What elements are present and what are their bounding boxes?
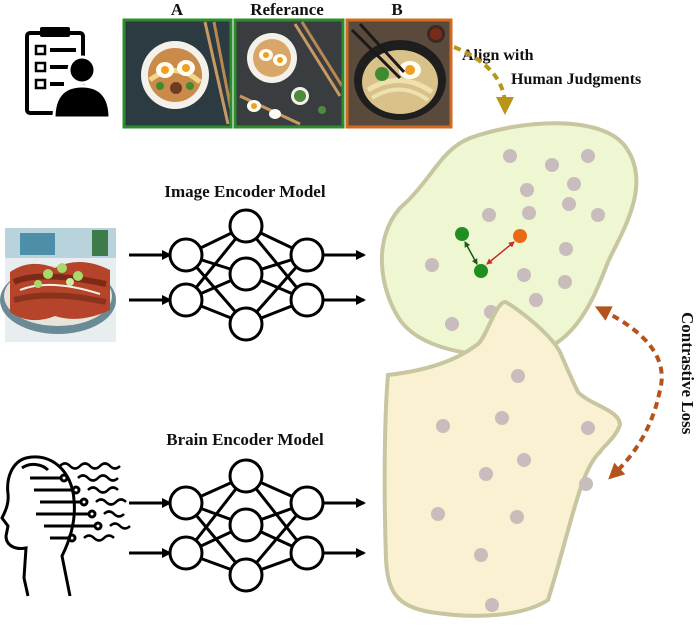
label-image-b: B: [391, 0, 402, 19]
brain-embedding-space: [382, 299, 623, 618]
contrastive-arrow: [594, 306, 664, 480]
image-encoder-network: [129, 208, 366, 342]
clipboard-person-icon: [25, 27, 112, 120]
image-encoder-title: Image Encoder Model: [164, 182, 325, 201]
ramen-photo-reference: [233, 18, 345, 129]
align-arrow: [453, 45, 514, 115]
align-label-line1: Align with: [462, 47, 534, 64]
brain-space-points: [431, 369, 595, 612]
label-image-a: A: [171, 0, 184, 19]
green-point-positive: [474, 264, 488, 278]
green-point-anchor: [455, 227, 469, 241]
ramen-photo-a: [122, 18, 233, 129]
align-label-line2: Human Judgments: [511, 71, 641, 88]
enchilada-photo: [0, 228, 116, 342]
image-triplet: A Referance B: [122, 0, 453, 129]
brain-encoder-network: [129, 458, 366, 593]
image-space-points: [425, 149, 605, 331]
brain-encoder-title: Brain Encoder Model: [166, 430, 324, 449]
head-circuit-icon: [0, 455, 131, 597]
ramen-photo-b: [345, 18, 453, 129]
label-image-reference: Referance: [250, 0, 324, 19]
contrastive-loss-label: Contrastive Loss: [678, 312, 697, 435]
orange-point-negative: [513, 229, 527, 243]
